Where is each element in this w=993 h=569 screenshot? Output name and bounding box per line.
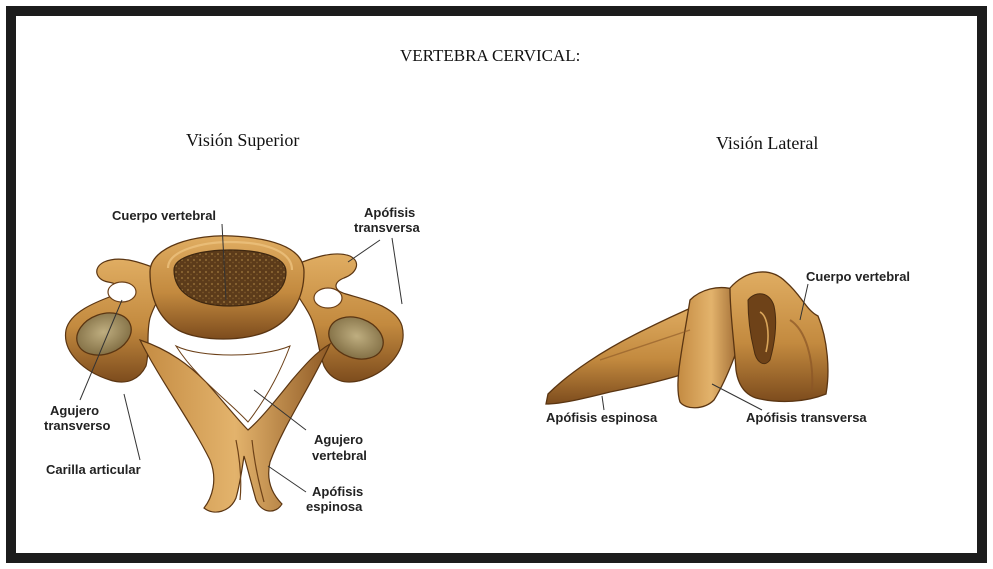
label-apofisis-espinosa-2: espinosa	[306, 499, 362, 514]
label-agujero-transverso-2: transverso	[44, 418, 110, 433]
label-apofisis-espinosa-lateral: Apófisis espinosa	[546, 410, 657, 425]
label-agujero-vertebral-2: vertebral	[312, 448, 367, 463]
vertebral-body-surface	[174, 250, 286, 306]
label-cuerpo-vertebral-lateral: Cuerpo vertebral	[806, 269, 910, 284]
label-apofisis-espinosa-1: Apófisis	[312, 484, 363, 499]
label-apofisis-transversa-2: transversa	[354, 220, 420, 235]
right-transverse-foramen	[314, 288, 342, 308]
superior-view-heading: Visión Superior	[186, 130, 299, 151]
label-agujero-vertebral-1: Agujero	[314, 432, 363, 447]
label-apofisis-transversa-lateral: Apófisis transversa	[746, 410, 867, 425]
label-carilla-articular: Carilla articular	[46, 462, 141, 477]
figure-title: VERTEBRA CERVICAL:	[400, 46, 580, 66]
label-cuerpo-vertebral-superior: Cuerpo vertebral	[112, 208, 216, 223]
label-apofisis-transversa-1: Apófisis	[364, 205, 415, 220]
label-agujero-transverso-1: Agujero	[50, 403, 99, 418]
lateral-vertebra	[546, 272, 828, 408]
left-transverse-foramen	[108, 282, 136, 302]
lateral-view-heading: Visión Lateral	[716, 133, 818, 154]
